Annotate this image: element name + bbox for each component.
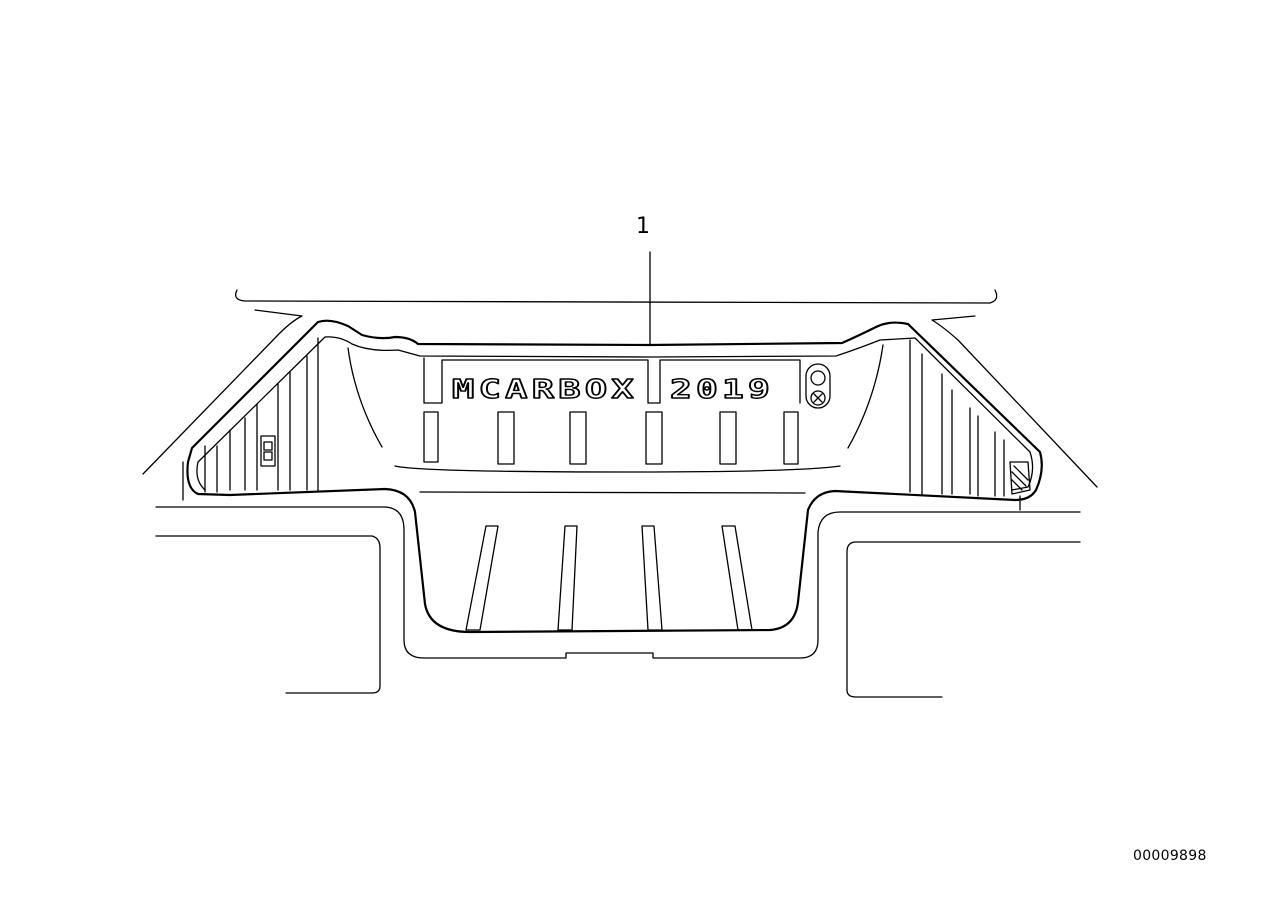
front-rim-line	[395, 466, 840, 472]
front-slots	[424, 412, 798, 464]
stencil-text-right: 2019	[670, 375, 774, 405]
slot	[498, 412, 514, 464]
inner-wall-curve-left	[348, 348, 382, 447]
rib	[558, 526, 577, 630]
tray-inner-lip	[197, 337, 1033, 490]
floor-block-right	[847, 542, 1080, 697]
tunnel-ribs	[466, 526, 752, 630]
slot	[570, 412, 586, 464]
tunnel-housing	[156, 507, 1080, 658]
part-number-callout: 1	[636, 214, 650, 239]
diagram-reference-number: 00009898	[1133, 848, 1207, 864]
stencil-text-left: MCARBOX	[452, 375, 638, 405]
body-outline-right	[932, 316, 1097, 487]
tray-outer-contour	[187, 321, 1041, 632]
rib	[642, 526, 662, 630]
top-cover-edge	[236, 290, 997, 303]
body-outline-left	[143, 310, 302, 474]
label-plate	[424, 358, 800, 403]
rib	[722, 526, 752, 630]
left-wall-emblem-icon	[261, 436, 275, 466]
left-wall-ribs	[183, 338, 318, 500]
inner-wall-curve-right	[848, 345, 883, 448]
slot	[424, 412, 438, 462]
badge-emblem-icon	[806, 364, 830, 408]
slot	[784, 412, 798, 464]
right-wall-emblem-icon	[1010, 462, 1030, 494]
right-wall-ribs	[910, 340, 1020, 510]
slot	[646, 412, 662, 464]
rib	[466, 526, 498, 630]
floor-block-left	[156, 536, 380, 693]
slot	[720, 412, 736, 464]
front-rim-line-lower	[420, 492, 805, 493]
